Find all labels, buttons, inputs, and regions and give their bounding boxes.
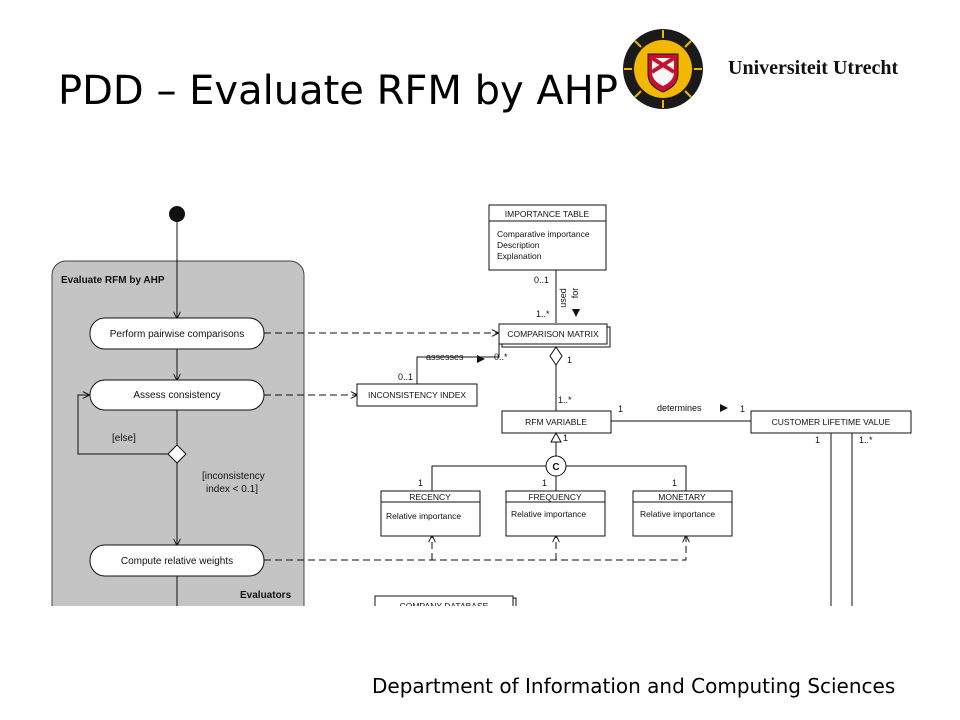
mult-variable-agg: 1..*: [558, 395, 572, 405]
monetary-attr: Relative importance: [640, 509, 715, 519]
recency-name: RECENCY: [409, 492, 451, 502]
assesses-direction-icon: [477, 355, 485, 363]
importance-attr-2: Description: [497, 240, 540, 250]
customer-lifetime-value-name: CUSTOMER LIFETIME VALUE: [772, 417, 891, 427]
importance-attr-1: Comparative importance: [497, 229, 590, 239]
rfm-variable-name: RFM VARIABLE: [525, 417, 587, 427]
step-assess-consistency-label: Assess consistency: [133, 390, 220, 401]
comparison-matrix-name: COMPARISON MATRIX: [507, 329, 599, 339]
importance-table-name: IMPORTANCE TABLE: [505, 209, 590, 219]
swimlane-title: Evaluate RFM by AHP: [61, 275, 165, 286]
recency-attr: Relative importance: [386, 511, 461, 521]
mult-clv-b: 1..*: [859, 435, 873, 445]
frequency-attr: Relative importance: [511, 509, 586, 519]
mult-table: 0..1: [534, 275, 549, 285]
inconsistency-index-name: INCONSISTENCY INDEX: [368, 390, 466, 400]
mult-index: 0..1: [398, 372, 413, 382]
generalization-triangle: [550, 431, 562, 443]
assesses-label: assesses: [426, 352, 464, 362]
university-seal-logo: [623, 29, 703, 109]
frequency-name: FREQUENCY: [528, 492, 582, 502]
mult-monetary: 1: [672, 478, 677, 488]
step-compute-weights-label: Compute relative weights: [121, 556, 233, 567]
mult-variable-det: 1: [618, 404, 623, 414]
used-label: used: [558, 288, 568, 308]
role-label: Evaluators: [240, 590, 292, 601]
monetary-name: MONETARY: [658, 492, 706, 502]
comparison-matrix: [498, 323, 608, 345]
guard-else: [else]: [112, 433, 136, 444]
complete-marker-label: C: [552, 462, 559, 473]
company-database: [374, 595, 514, 606]
slide-title: PDD – Evaluate RFM by AHP: [58, 68, 618, 114]
start-node: [169, 206, 185, 222]
recency-concept: [380, 490, 481, 537]
importance-table: [488, 204, 607, 271]
used-for-direction-icon: [572, 309, 580, 317]
footer-department: Department of Information and Computing …: [372, 674, 896, 698]
mult-matrix-from-table: 1..*: [536, 309, 550, 319]
aggregation-diamond: [549, 346, 563, 366]
monetary-concept: [632, 490, 733, 537]
determines-direction-icon: [720, 404, 728, 412]
mult-recency: 1: [418, 478, 423, 488]
mult-matrix-agg: 1: [567, 355, 572, 365]
mult-clv-a: 1: [815, 435, 820, 445]
mult-matrix-assessed: 0..*: [494, 352, 508, 362]
guard-ok-line1: [inconsistency: [202, 471, 265, 482]
guard-ok-line2: index < 0.1]: [206, 484, 258, 495]
mult-frequency: 1: [542, 478, 547, 488]
company-database-name: COMPANY DATABASE: [400, 601, 489, 611]
for-label: for: [570, 288, 580, 299]
mult-clv-det: 1: [740, 404, 745, 414]
step-perform-pairwise-label: Perform pairwise comparisons: [110, 329, 245, 340]
university-name: Universiteit Utrecht: [728, 57, 899, 79]
decision-diamond: [167, 444, 187, 464]
mult-variable-gen: 1: [563, 433, 568, 443]
importance-attr-3: Explanation: [497, 251, 542, 261]
frequency-concept: [505, 490, 606, 537]
determines-label: determines: [657, 403, 702, 413]
